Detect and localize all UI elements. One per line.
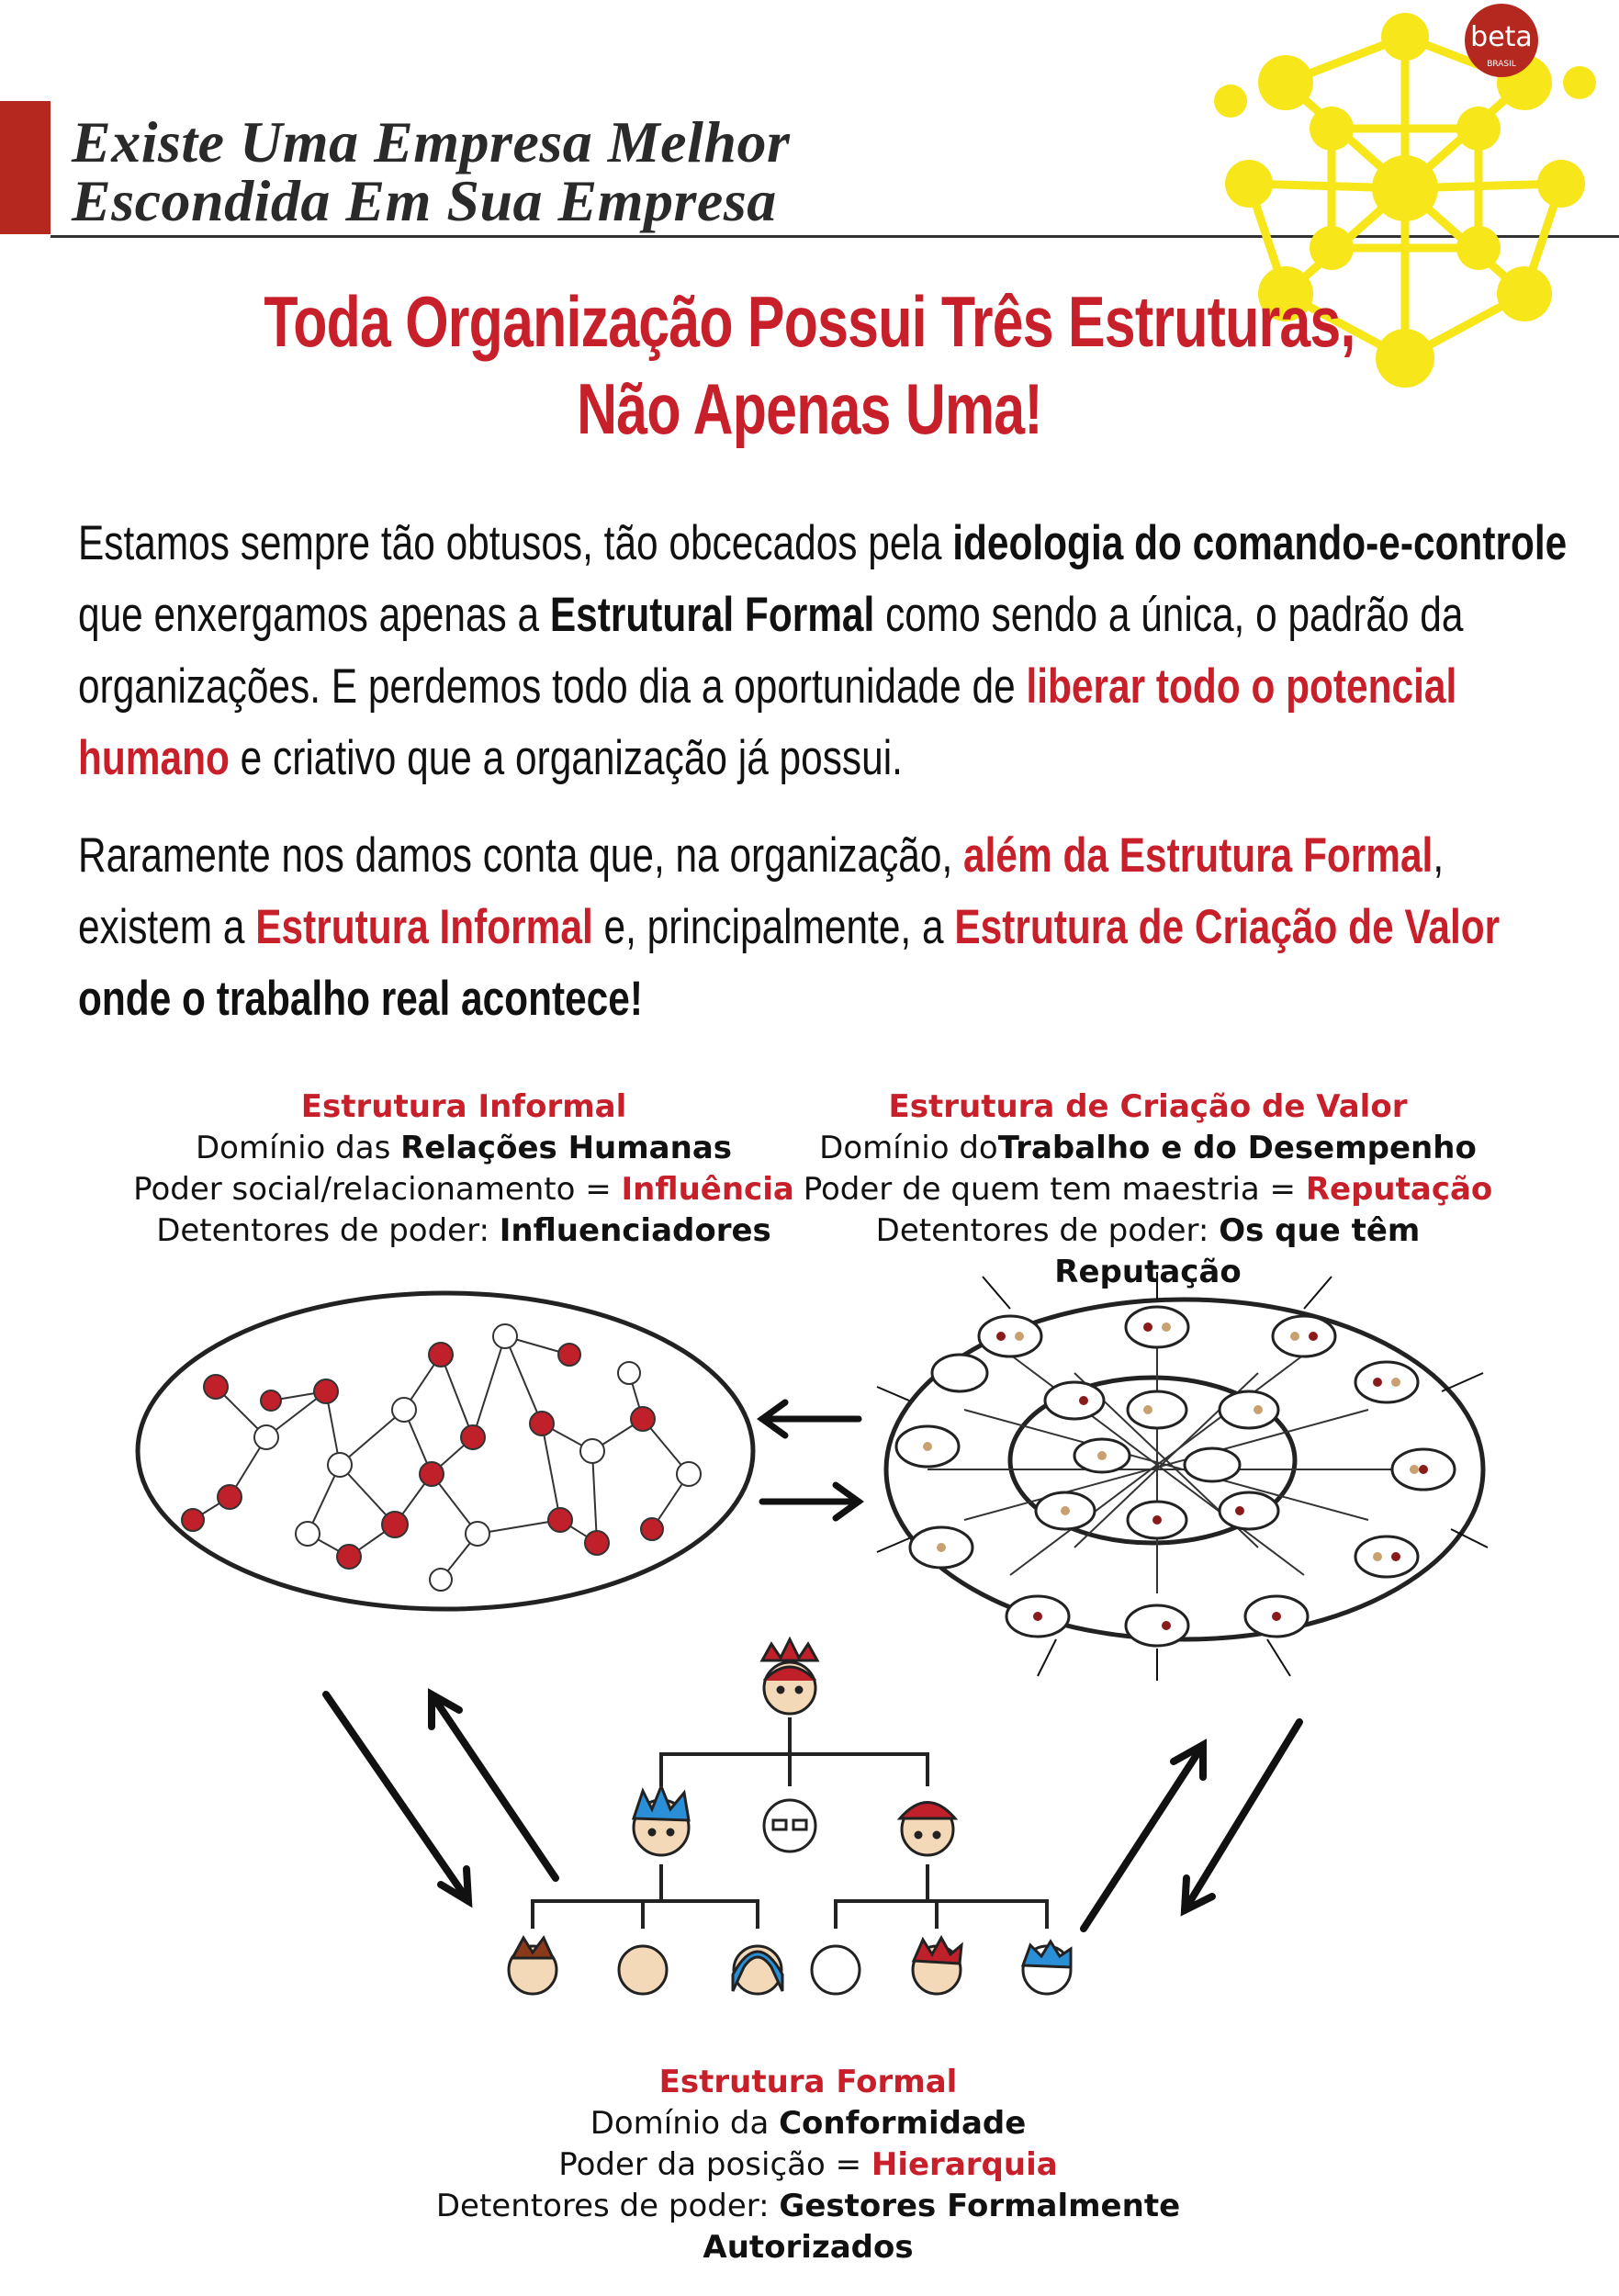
formal-l1b: Conformidade: [779, 2105, 1027, 2142]
p2-text-2: , existem a: [78, 828, 1445, 954]
formal-caption: Estrutura Formal Domínio da Conformidade…: [349, 2062, 1267, 2268]
p2-red-value: Estrutura de Criação de Valor: [954, 900, 1501, 954]
p1-text-1: Estamos sempre tão obtusos, tão obcecado…: [78, 516, 953, 570]
paragraph-1: Estamos sempre tão obtusos, tão obcecado…: [78, 508, 1569, 794]
formal-l3a: Detentores de poder:: [435, 2188, 780, 2224]
informal-network-diagram: [135, 1290, 756, 1612]
p1-bold-ideology: ideologia do comando-e-controle: [952, 516, 1568, 570]
informal-l2b: Influência: [621, 1171, 794, 1208]
value-l2b: Reputação: [1305, 1171, 1493, 1208]
value-l3b: Os que têm Reputação: [1054, 1212, 1421, 1290]
formal-hierarchy-diagram: [507, 1636, 1073, 1996]
formal-l1a: Domínio da: [590, 2105, 780, 2142]
headline-line2: Não Apenas Uma!: [577, 368, 1042, 449]
header-divider: [51, 235, 1619, 238]
informal-title: Estrutura Informal: [300, 1088, 627, 1125]
p2-red-formal: além da Estrutura Formal: [963, 828, 1433, 883]
p2-text-3: e, principalmente, a: [592, 900, 955, 954]
logo-subtext: BRASIL: [1487, 60, 1516, 69]
value-caption: Estrutura de Criação de Valor Domínio do…: [799, 1086, 1497, 1293]
p2-bold-work: onde o trabalho real acontece!: [78, 972, 643, 1026]
beta-logo: beta BRASIL: [1465, 4, 1538, 77]
value-l3a: Detentores de poder:: [875, 1212, 1220, 1249]
informal-formal-arrows: [322, 1688, 559, 1908]
paragraph-2: Raramente nos damos conta que, na organi…: [78, 820, 1569, 1035]
informal-l3b: Influenciadores: [499, 1212, 771, 1249]
ceo-face: [759, 1636, 820, 1716]
informal-caption: Estrutura Informal Domínio das Relações …: [129, 1086, 799, 1252]
header-accent-bar: [0, 101, 51, 234]
headline-line1: Toda Organização Possui Três Estruturas,: [264, 281, 1355, 362]
formal-value-arrows: [1080, 1718, 1303, 1932]
informal-l1b: Relações Humanas: [400, 1130, 732, 1166]
p1-text-3: como sendo a única, o padrão da organiza…: [78, 588, 1464, 714]
formal-title: Estrutura Formal: [658, 2064, 958, 2100]
value-l2a: Poder de quem tem maestria =: [803, 1171, 1306, 1208]
value-title: Estrutura de Criação de Valor: [888, 1088, 1408, 1125]
formal-l2b: Hierarquia: [871, 2146, 1058, 2183]
header-title-line1: Existe Uma Empresa Melhor: [72, 109, 791, 174]
value-network-diagram: [876, 1272, 1489, 1681]
p2-text-1: Raramente nos damos conta que, na organi…: [78, 828, 964, 883]
informal-l2a: Poder social/relacionamento =: [133, 1171, 622, 1208]
informal-l1a: Domínio das: [196, 1130, 401, 1166]
informal-value-arrows: [757, 1399, 864, 1522]
p2-red-informal: Estrutura Informal: [255, 900, 593, 954]
value-l1a: Domínio do: [819, 1130, 998, 1166]
logo-text: beta: [1470, 21, 1533, 53]
formal-l3b: Gestores Formalmente Autorizados: [703, 2188, 1181, 2266]
p1-bold-formal: Estrutural Formal: [549, 588, 875, 642]
formal-l2a: Poder da posição =: [558, 2146, 871, 2183]
p1-text-2: que enxergamos apenas a: [78, 588, 550, 642]
p1-text-4: e criativo que a organização já possui.: [229, 731, 903, 785]
value-l1b: Trabalho e do Desempenho: [997, 1130, 1477, 1166]
p1-red-potential: liberar todo o potencial humano: [78, 659, 1457, 785]
informal-l3a: Detentores de poder:: [156, 1212, 500, 1249]
header-title-line2: Escondida Em Sua Empresa: [72, 168, 777, 233]
